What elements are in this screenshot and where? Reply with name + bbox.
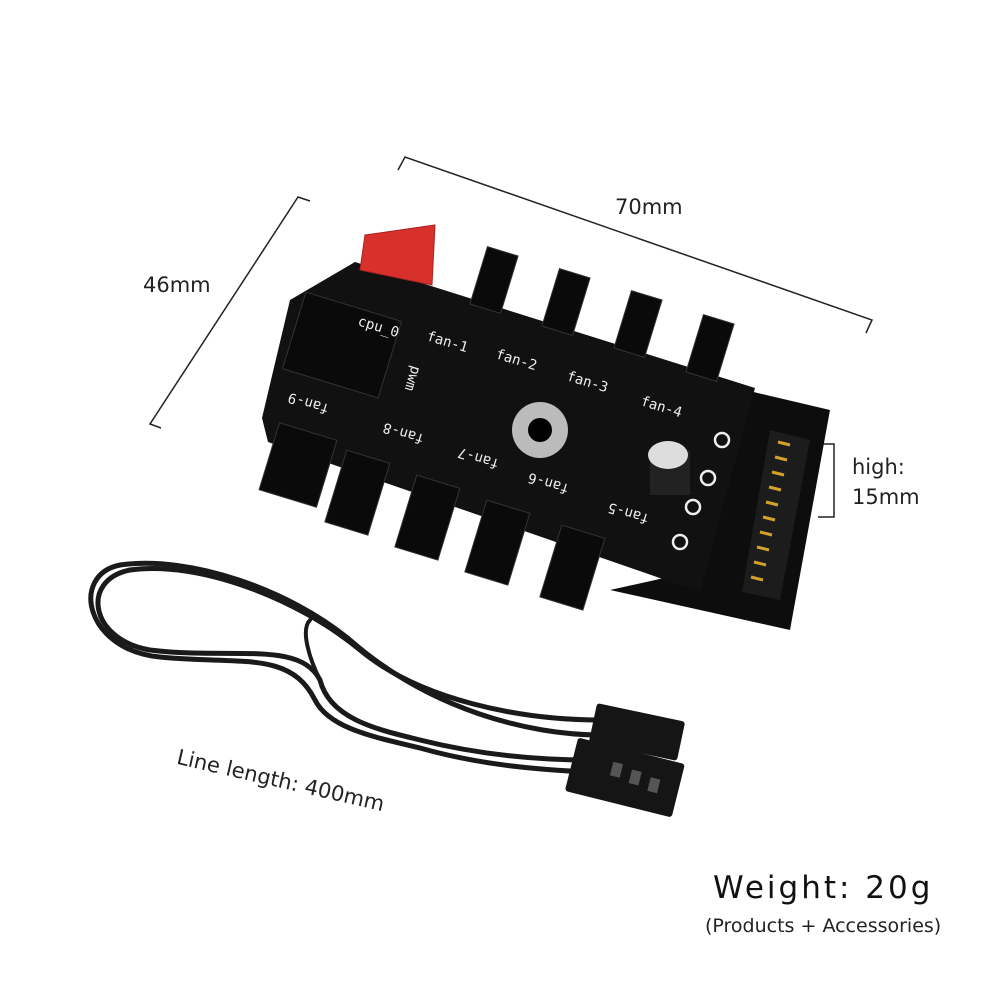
height-dimension-line xyxy=(818,443,835,518)
weight-note: (Products + Accessories) xyxy=(705,915,942,937)
top-headers xyxy=(281,224,735,399)
cable-connectors xyxy=(565,703,685,817)
height-value: 15mm xyxy=(852,485,920,509)
weight-label: Weight: 20g xyxy=(713,870,934,906)
height-label: high: xyxy=(852,455,905,479)
width-dimension-line xyxy=(397,156,874,334)
depth-label: 46mm xyxy=(143,273,211,297)
cpu-header xyxy=(359,224,436,286)
cable xyxy=(88,560,603,775)
solder-pads xyxy=(671,431,731,551)
fan-plug xyxy=(565,738,685,817)
pwm-header xyxy=(281,291,403,399)
dimension-lines xyxy=(148,156,874,518)
sata-contacts xyxy=(750,440,791,582)
capacitor xyxy=(648,441,690,495)
pwm-plug xyxy=(589,703,685,761)
width-label: 70mm xyxy=(615,195,683,219)
depth-dimension-line xyxy=(148,196,311,429)
bottom-headers xyxy=(258,422,606,611)
label-pwm: pwm xyxy=(401,364,424,393)
